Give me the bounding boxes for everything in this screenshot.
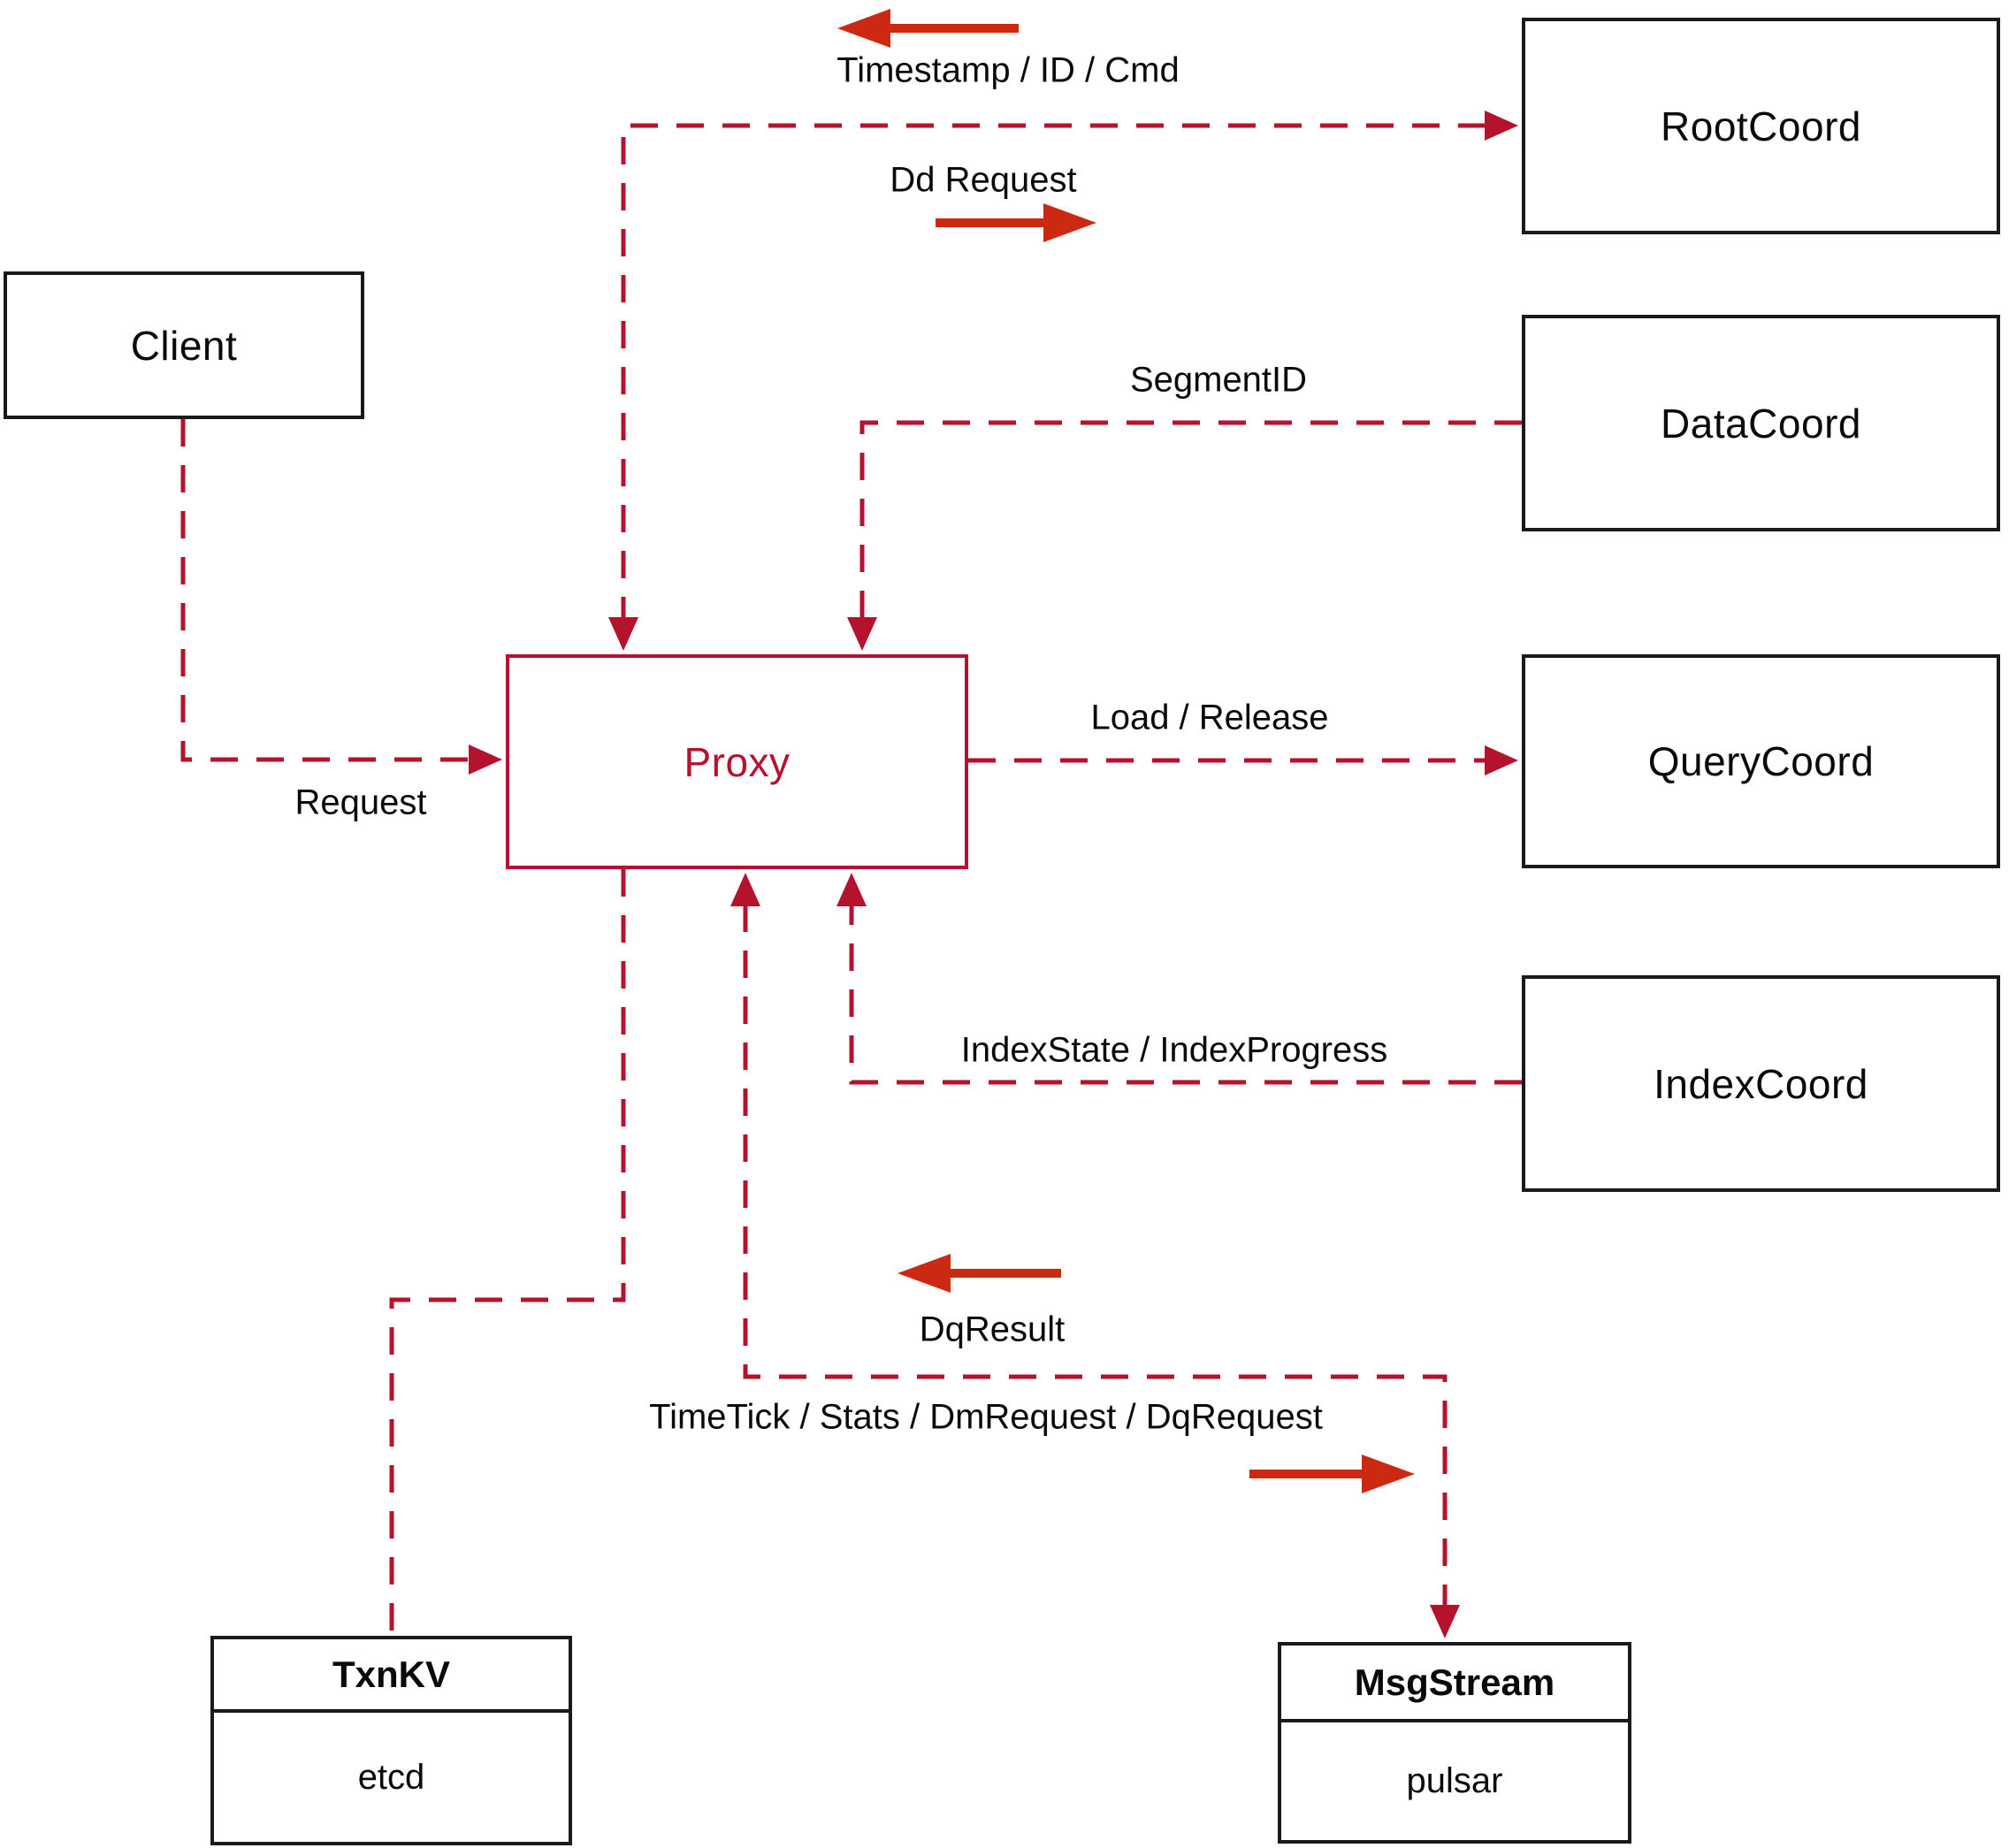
arrowhead-segmentid-into-proxy-icon	[847, 617, 877, 651]
node-txnkv-sublabel: etcd	[357, 1757, 425, 1797]
edge-label-load-release: Load / Release	[1090, 698, 1329, 737]
node-msgstream: MsgStream pulsar	[1278, 1642, 1631, 1844]
edge-label-indexstate-indexprogress: IndexState / IndexProgress	[960, 1030, 1388, 1070]
node-indexcoord-label: IndexCoord	[1654, 1060, 1868, 1107]
edge-label-timetick-stats-dmrequest-dqrequest: TimeTick / Stats / DmRequest / DqRequest	[649, 1397, 1323, 1437]
arrowhead-msgline-into-proxy-icon	[730, 873, 760, 906]
arrowhead-into-rootcoord-icon	[1485, 111, 1518, 141]
edge-label-segmentid: SegmentID	[1129, 360, 1308, 400]
arrowhead-rootline-into-proxy-icon	[608, 617, 638, 651]
arrowhead-indexstate-into-proxy-icon	[836, 873, 867, 906]
node-datacoord-label: DataCoord	[1661, 400, 1861, 447]
edge-datacoord-proxy-path	[859, 420, 1522, 619]
node-msgstream-title: MsgStream	[1281, 1646, 1628, 1722]
arrowhead-into-msgstream-icon	[1430, 1605, 1460, 1638]
edge-indexcoord-proxy-path	[849, 905, 1522, 1085]
node-querycoord: QueryCoord	[1522, 654, 2000, 868]
dqresult-direction-left-arrow-icon	[898, 1254, 1061, 1293]
edge-proxy-rootcoord-path	[621, 123, 1486, 619]
edge-proxy-txnkv-path	[389, 869, 626, 1636]
edge-proxy-msgstream-path	[743, 905, 1448, 1607]
edge-label-timestamp-id-cmd: Timestamp / ID / Cmd	[836, 50, 1180, 90]
edge-label-request: Request	[294, 783, 427, 822]
node-proxy: Proxy	[506, 654, 968, 869]
edge-label-dqresult: DqResult	[919, 1310, 1066, 1349]
node-rootcoord-label: RootCoord	[1661, 103, 1861, 149]
timestamp-direction-left-arrow-icon	[837, 9, 1019, 48]
arrowhead-request-into-proxy-icon	[469, 745, 502, 775]
dd-request-direction-right-arrow-icon	[936, 203, 1096, 242]
node-querycoord-label: QueryCoord	[1647, 738, 1875, 784]
edge-client-proxy-path	[180, 419, 470, 762]
node-indexcoord: IndexCoord	[1522, 975, 2000, 1192]
edge-label-dd-request: Dd Request	[890, 160, 1077, 200]
node-txnkv-title: TxnKV	[214, 1639, 569, 1713]
node-client: Client	[4, 271, 364, 419]
node-proxy-label: Proxy	[684, 738, 791, 785]
node-rootcoord: RootCoord	[1522, 18, 2000, 234]
node-datacoord: DataCoord	[1522, 315, 2000, 531]
node-msgstream-sublabel: pulsar	[1406, 1761, 1503, 1800]
arrowhead-into-querycoord-icon	[1485, 745, 1518, 775]
node-client-label: Client	[130, 322, 238, 369]
node-txnkv: TxnKV etcd	[210, 1636, 572, 1845]
timetick-direction-right-arrow-icon	[1249, 1455, 1415, 1493]
